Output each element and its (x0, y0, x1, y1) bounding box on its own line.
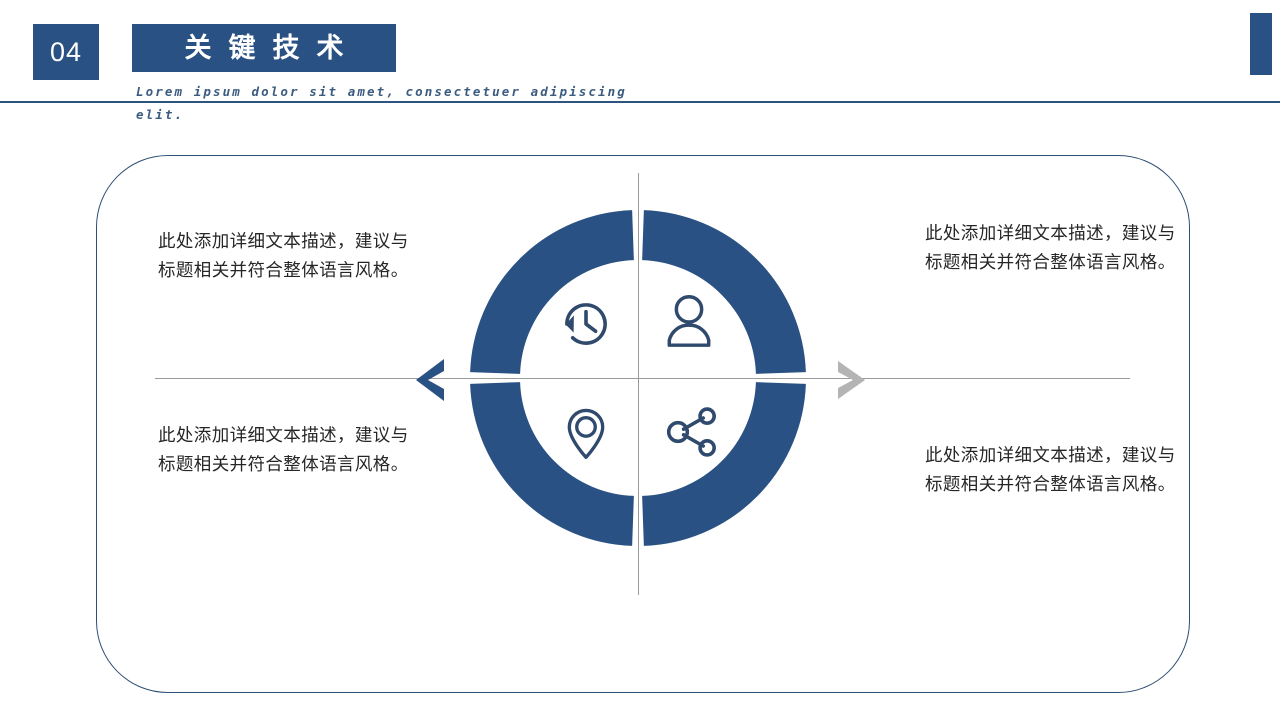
description-bottom-right: 此处添加详细文本描述，建议与标题相关并符合整体语言风格。 (925, 446, 1176, 496)
header-divider (0, 101, 1280, 103)
page-title: 关键技术 (184, 32, 361, 64)
corner-accent-bar (1250, 13, 1272, 75)
description-top-right: 此处添加详细文本描述，建议与标题相关并符合整体语言风格。 (925, 224, 1176, 274)
section-number-badge: 04 (33, 24, 99, 80)
ring-segment-top-left (470, 210, 635, 375)
slide-header: 04 关键技术 Lorem ipsum dolor sit amet, cons… (0, 0, 1280, 122)
section-number-text: 04 (49, 36, 83, 67)
description-bottom-left: 此处添加详细文本描述，建议与标题相关并符合整体语言风格。 (158, 426, 409, 476)
vertical-axis-line (638, 173, 639, 595)
user-icon (664, 292, 714, 348)
page-subtitle: Lorem ipsum dolor sit amet, consectetuer… (136, 84, 627, 123)
left-chevron-arrow (414, 358, 454, 402)
right-chevron-arrow (832, 360, 872, 400)
horizontal-axis-line (155, 378, 1130, 379)
page-title-box: 关键技术 (132, 24, 396, 72)
content-card (96, 155, 1190, 693)
share-icon (664, 404, 720, 460)
history-icon (558, 296, 614, 352)
donut-ring-diagram (458, 198, 818, 558)
ring-segment-bottom-right (641, 381, 806, 546)
location-pin-icon (558, 404, 614, 460)
description-top-left: 此处添加详细文本描述，建议与标题相关并符合整体语言风格。 (158, 232, 409, 282)
ring-segment-top-right (641, 210, 806, 375)
ring-segment-bottom-left (470, 381, 635, 546)
